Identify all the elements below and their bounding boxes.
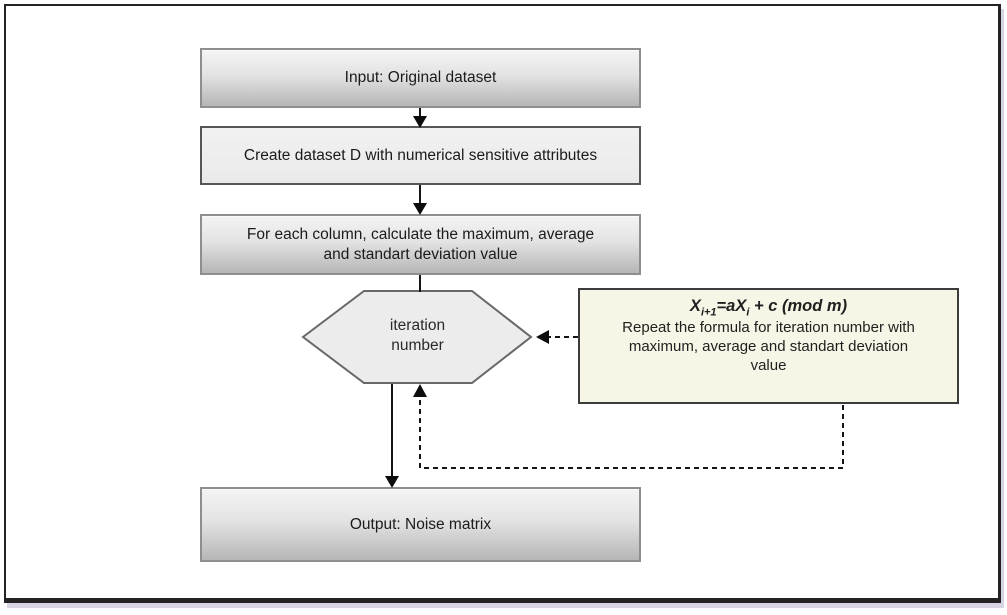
node-input-dataset: Input: Original dataset bbox=[200, 48, 641, 108]
node-create-dataset: Create dataset D with numerical sensitiv… bbox=[200, 126, 641, 185]
formula-equation: Xi+1=aXi + c (mod m) bbox=[580, 297, 957, 319]
formula-note-box: Xi+1=aXi + c (mod m) Repeat the formula … bbox=[578, 288, 959, 404]
equation-part: + c (mod m) bbox=[749, 297, 848, 315]
node-calculate-label-line2: and standart deviation value bbox=[323, 245, 518, 263]
node-output-noise-matrix: Output: Noise matrix bbox=[200, 487, 641, 562]
iteration-node-label: iteration number bbox=[342, 316, 493, 356]
formula-description-line2: maximum, average and standart deviation bbox=[628, 338, 909, 355]
node-calculate-label-line1: For each column, calculate the maximum, … bbox=[246, 226, 595, 244]
node-output-label: Output: Noise matrix bbox=[349, 515, 492, 533]
node-create-label: Create dataset D with numerical sensitiv… bbox=[243, 146, 598, 164]
equation-subscript: i+1 bbox=[700, 306, 717, 319]
equation-part: =aX bbox=[716, 297, 747, 315]
equation-part: X bbox=[689, 297, 701, 315]
node-calculate-stats: For each column, calculate the maximum, … bbox=[200, 214, 641, 275]
iteration-label-line1: iteration bbox=[389, 317, 446, 334]
equation-subscript: i bbox=[746, 306, 750, 319]
iteration-label-line2: number bbox=[391, 337, 444, 355]
formula-description-line3: value bbox=[750, 357, 787, 374]
node-input-label: Input: Original dataset bbox=[344, 69, 497, 87]
formula-description-line1: Repeat the formula for iteration number … bbox=[622, 319, 915, 336]
